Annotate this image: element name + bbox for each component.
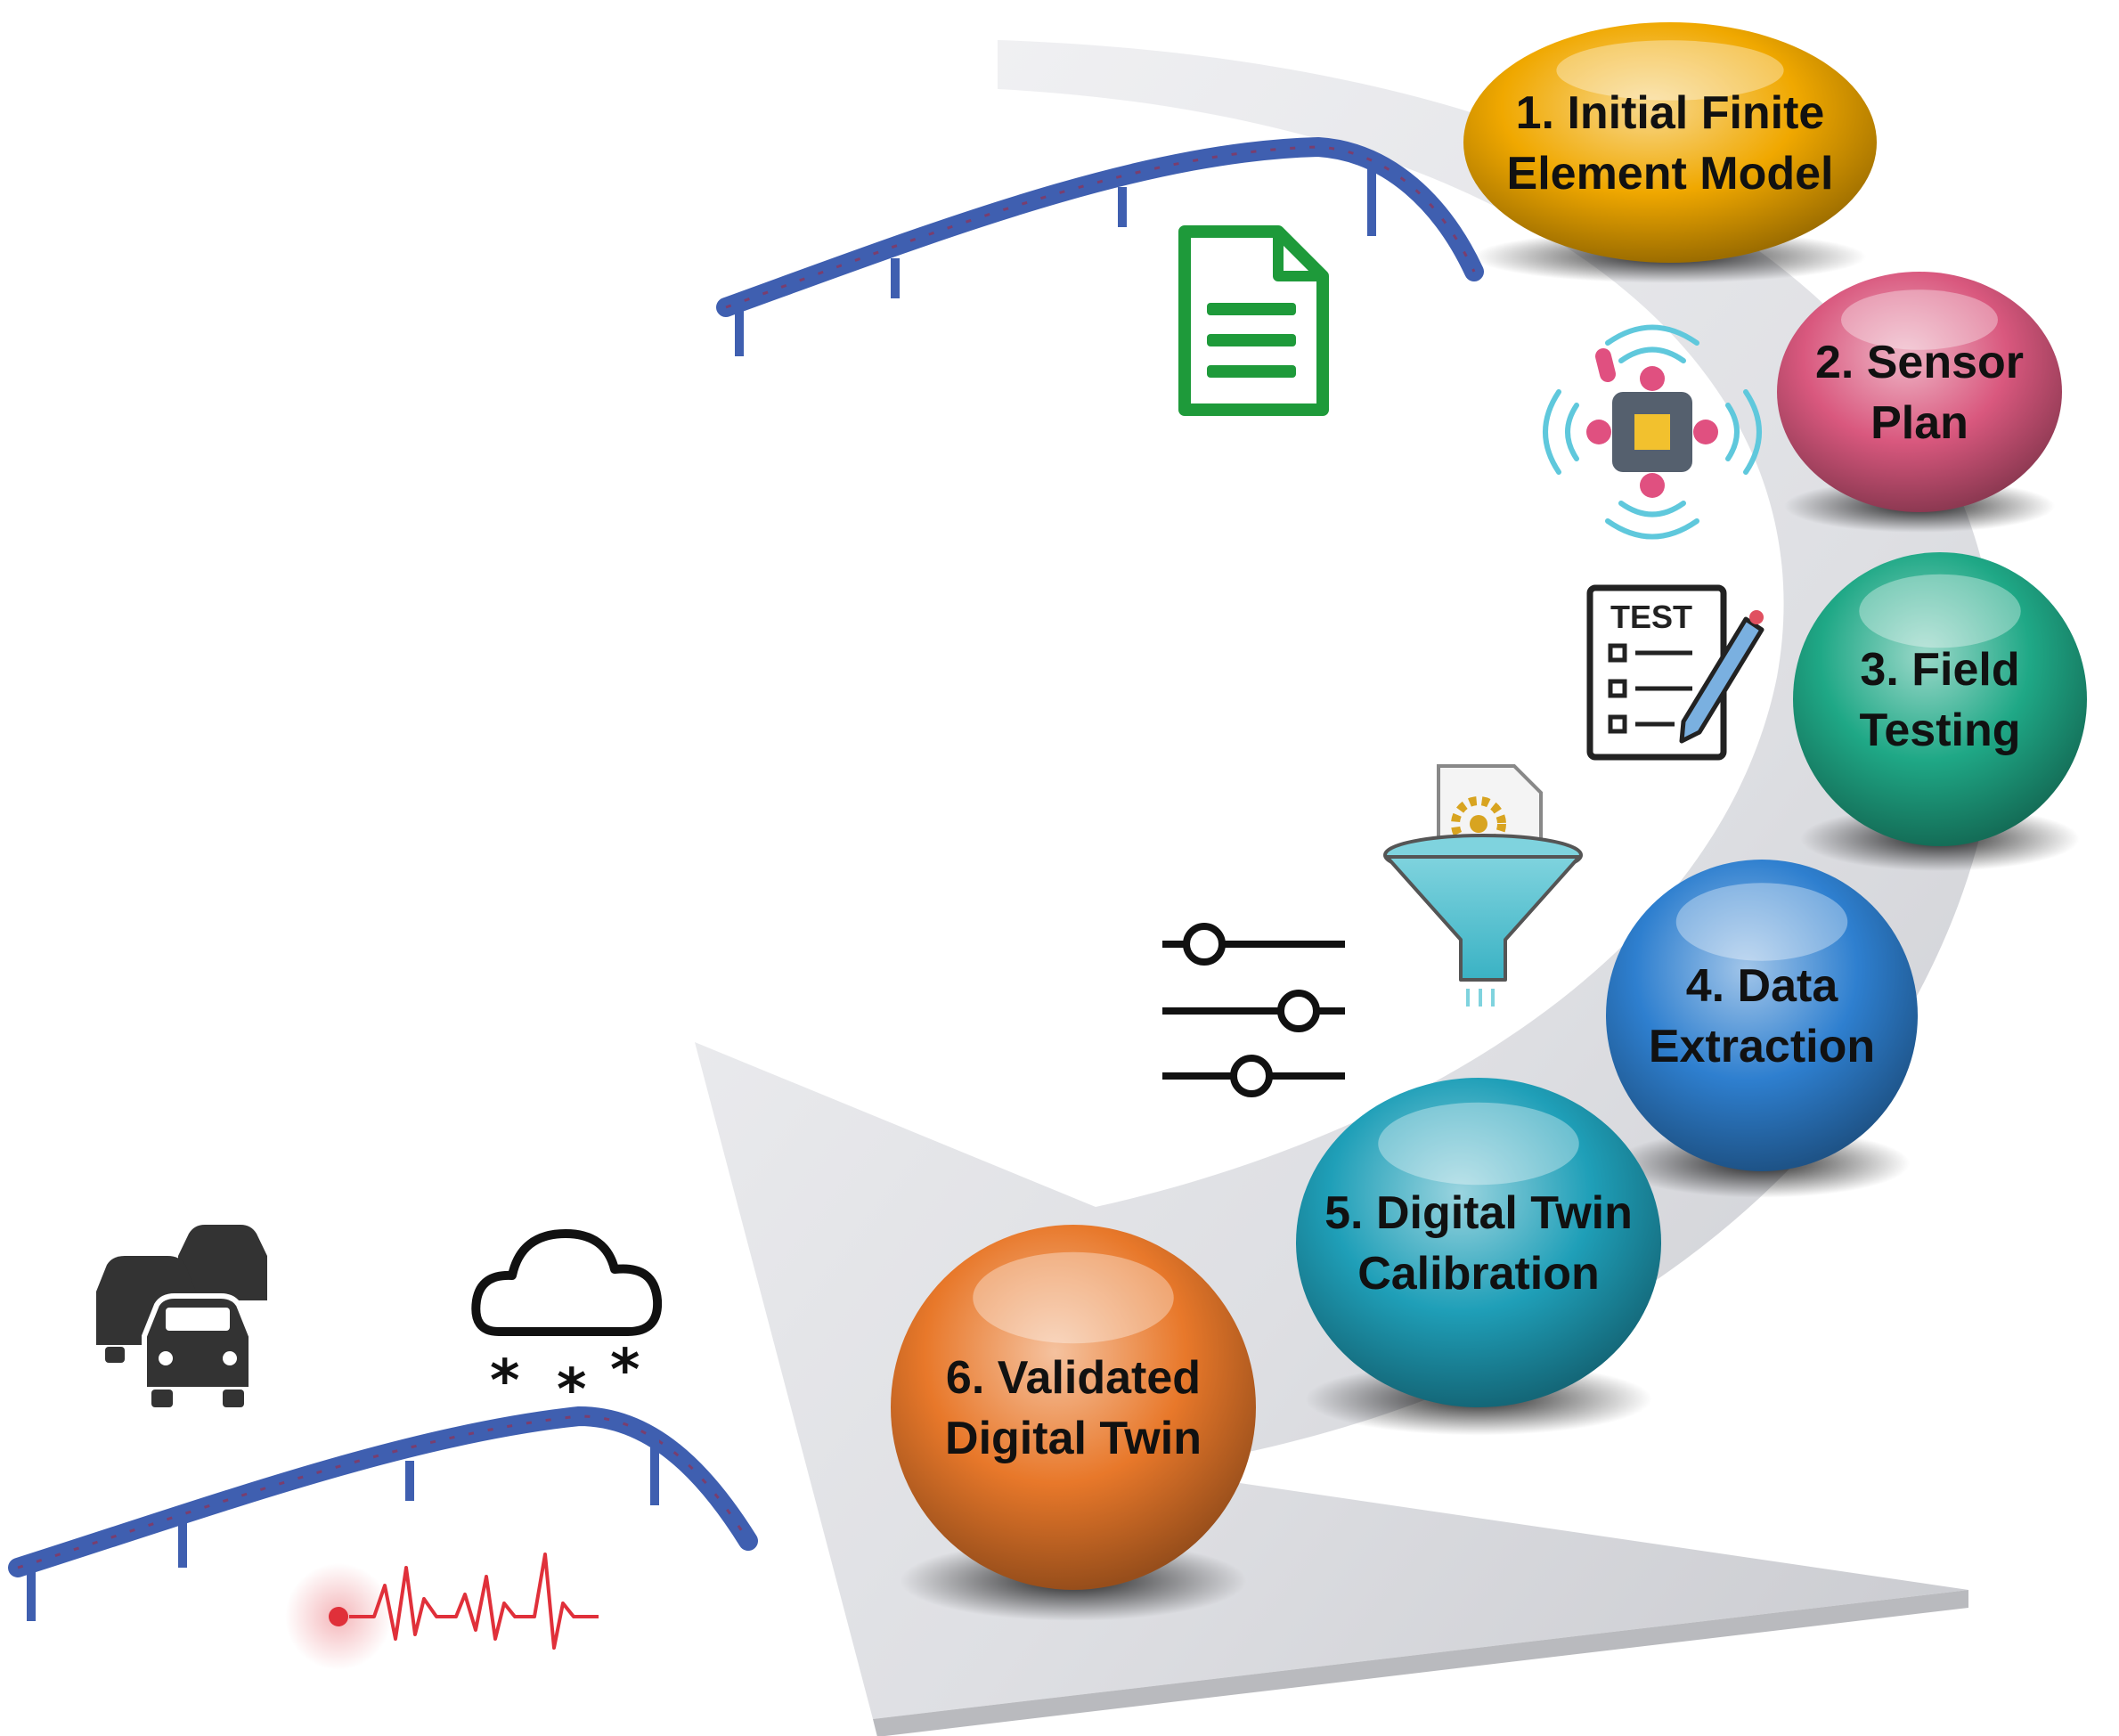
step-1-label-line1: 1. Initial Finite [1516,87,1825,139]
step-6-label-line2: Digital Twin [945,1413,1202,1464]
step-2-label-line1: 2. Sensor [1815,337,2024,388]
step-highlight [973,1251,1174,1344]
step-sphere [1777,272,2062,512]
step-sphere [891,1225,1256,1590]
data-filter-funnel-icon [1383,764,1583,1007]
step-sphere [1606,860,1918,1171]
step-sphere [1296,1078,1661,1407]
svg-text:*: * [610,1338,640,1404]
bridge-initial-model [716,136,1484,356]
test-checklist-icon: TEST [1586,584,1764,761]
traffic-cars-icon [96,1225,267,1407]
step-3-label-line1: 3. Field [1860,644,2019,696]
test-label: TEST [1610,599,1692,635]
snow-cloud-icon: * * * [471,1229,663,1423]
step-highlight [1859,574,2021,648]
step-1-label-line2: Element Model [1507,148,1834,200]
step-sphere [1793,552,2087,846]
step-5-label-line2: Calibration [1357,1248,1600,1300]
step-highlight [1556,40,1784,101]
step-6-label-line1: 6. Validated [946,1352,1201,1404]
document-icon [1178,225,1329,416]
step-4-label-line2: Extraction [1649,1021,1875,1072]
svg-text:*: * [557,1357,586,1423]
svg-text:*: * [490,1349,519,1414]
step-2-label-line2: Plan [1870,397,1968,449]
step-highlight [1378,1102,1579,1186]
sliders-icon [1162,923,1345,1097]
step-5-label-line1: 5. Digital Twin [1324,1187,1633,1239]
bridge-validated-twin [8,1406,758,1621]
step-highlight [1841,289,1998,350]
vibration-signal-icon [285,1553,599,1670]
step-highlight [1675,883,1848,961]
step-3-label-line2: Testing [1859,705,2020,756]
step-4-label-line1: 4. Data [1686,960,1839,1012]
sensor-chip-icon [1543,324,1762,540]
step-sphere [1463,22,1877,263]
